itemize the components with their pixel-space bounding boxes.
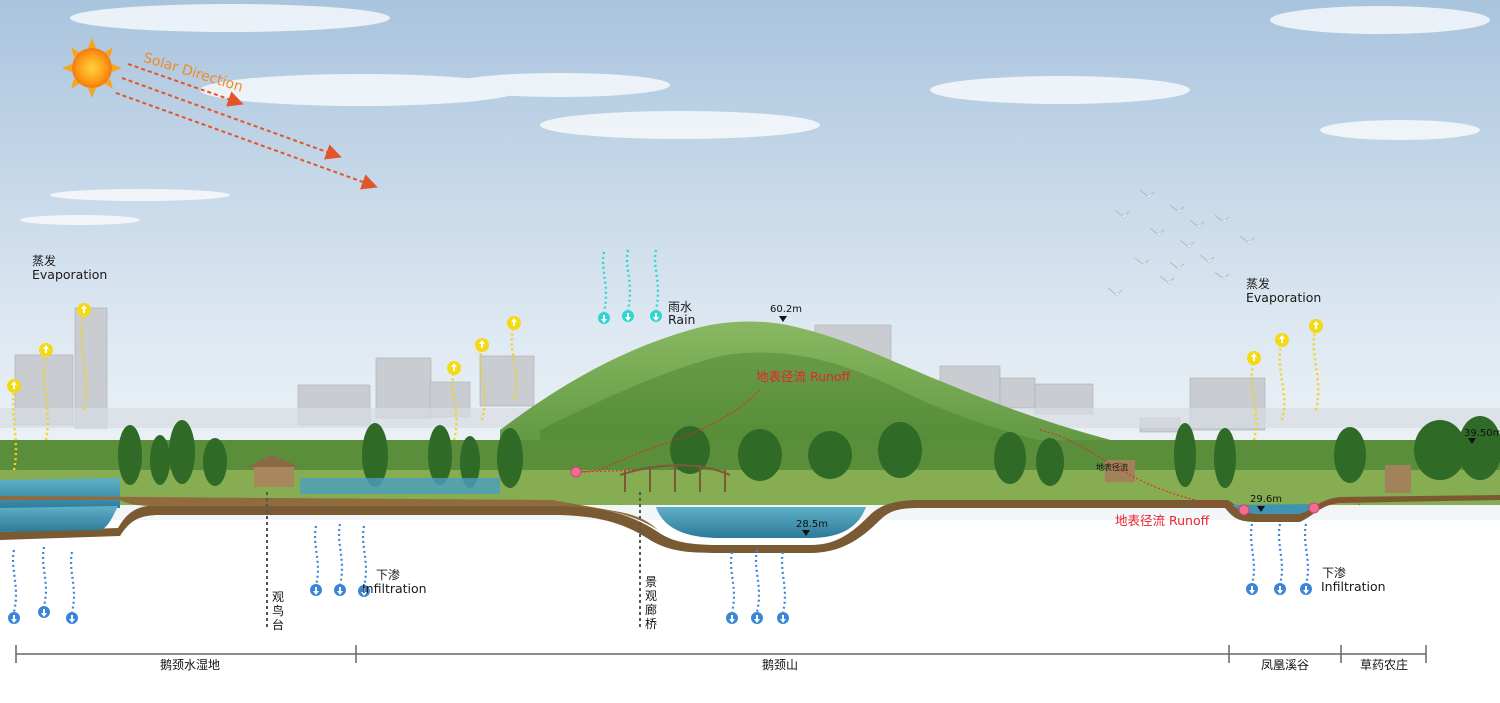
runoff-paths [579,389,1361,511]
runoff-circle-icons [570,466,1320,516]
elevation-markers [779,316,1476,536]
evaporation-right-en: Evaporation [1246,290,1322,305]
infiltration-down-icons [8,583,1312,624]
evaporation-left-cn: 蒸发 [32,254,57,268]
zone-mountain: 鹅颈山 [761,658,798,672]
rain-cn: 雨水 [668,300,693,314]
infiltration-arrows [11,523,1310,613]
wetland-water [0,478,120,510]
bird-platform-pavilion [246,455,300,487]
zone-herb-farm: 草药农庄 [1359,658,1408,672]
evaporation-left-en: Evaporation [32,267,108,282]
sun-icon [62,38,122,98]
clouds [20,4,1490,225]
evaporation-up-icons [7,303,1323,393]
soil-top [0,496,660,532]
farm-house-right [1385,465,1411,493]
landscape-bridge-label: 景观廊桥 [644,575,657,631]
elevation-stream: 29.6m [1250,494,1283,505]
trees [118,416,1500,488]
soil-profile [0,495,1500,553]
infiltration-right-cn: 下渗 [1322,566,1347,580]
infiltration-left-en: Infiltration [362,581,427,596]
elevation-pond: 28.5m [796,519,829,530]
leader-lines [266,492,641,630]
rain-arrows [601,249,660,313]
pond-water [656,507,866,538]
evaporation-arrows [11,311,1320,471]
evaporation-right-cn: 蒸发 [1246,277,1271,291]
zone-bar [15,645,1427,663]
runoff-small-label: 地表径流 [1096,463,1128,472]
infiltration-right-en: Infiltration [1321,579,1386,594]
infiltration-left-cn: 下渗 [376,568,401,582]
elevation-summit: 60.2m [770,304,803,315]
bird-platform-label: 观鸟台 [271,590,284,632]
zone-phoenix-valley: 凤凰溪谷 [1260,658,1309,672]
wetland-pool [300,478,500,494]
landscape-bridge [619,464,731,492]
runoff-right-label: 地表径流 Runoff [1115,513,1210,528]
left-water-section [0,506,118,532]
solar-direction-arrows [115,63,378,190]
elevation-right: 39.50m [1464,428,1500,439]
runoff-top-label: 地表径流 Runoff [756,369,851,384]
stream-water [1232,504,1318,514]
birds-icon [1107,189,1255,297]
rain-down-icons [598,310,662,324]
zone-wetland: 鹅颈水湿地 [159,658,220,672]
rain-en: Rain [668,312,696,327]
